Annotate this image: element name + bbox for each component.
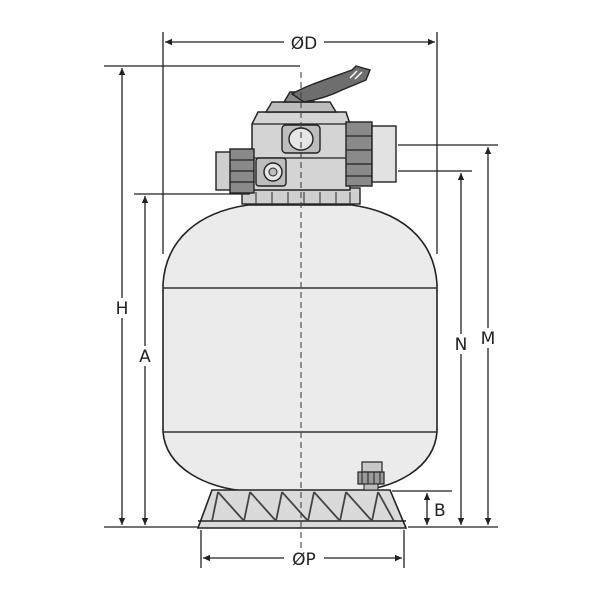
dimension-diameter-top: ØD [162,32,438,254]
valve-handle [264,65,371,113]
dimension-height-b: B [392,490,452,525]
label-height-m: M [481,329,496,349]
label-height-a: A [139,347,151,367]
dimension-height-h: H [104,65,300,528]
label-height-h: H [116,299,129,319]
filter-tank [162,204,438,492]
right-port-union [345,121,397,187]
dimension-height-a: A [134,193,250,525]
valve-center-port [281,124,321,154]
label-diameter-base: ØP [292,550,316,570]
dimension-height-m: M [398,144,500,528]
dimension-diameter-base: ØP [200,530,405,570]
left-port-union [215,148,287,194]
base-skirt [196,489,408,529]
drain-plug [357,461,385,491]
label-height-n: N [455,335,468,355]
multiport-valve [215,65,397,205]
dimension-height-n: N [398,170,473,525]
label-height-b: B [434,501,446,521]
label-diameter-top: ØD [291,34,317,54]
filter-base [196,489,408,529]
tank-body [162,204,438,492]
base-ribs [211,491,395,522]
